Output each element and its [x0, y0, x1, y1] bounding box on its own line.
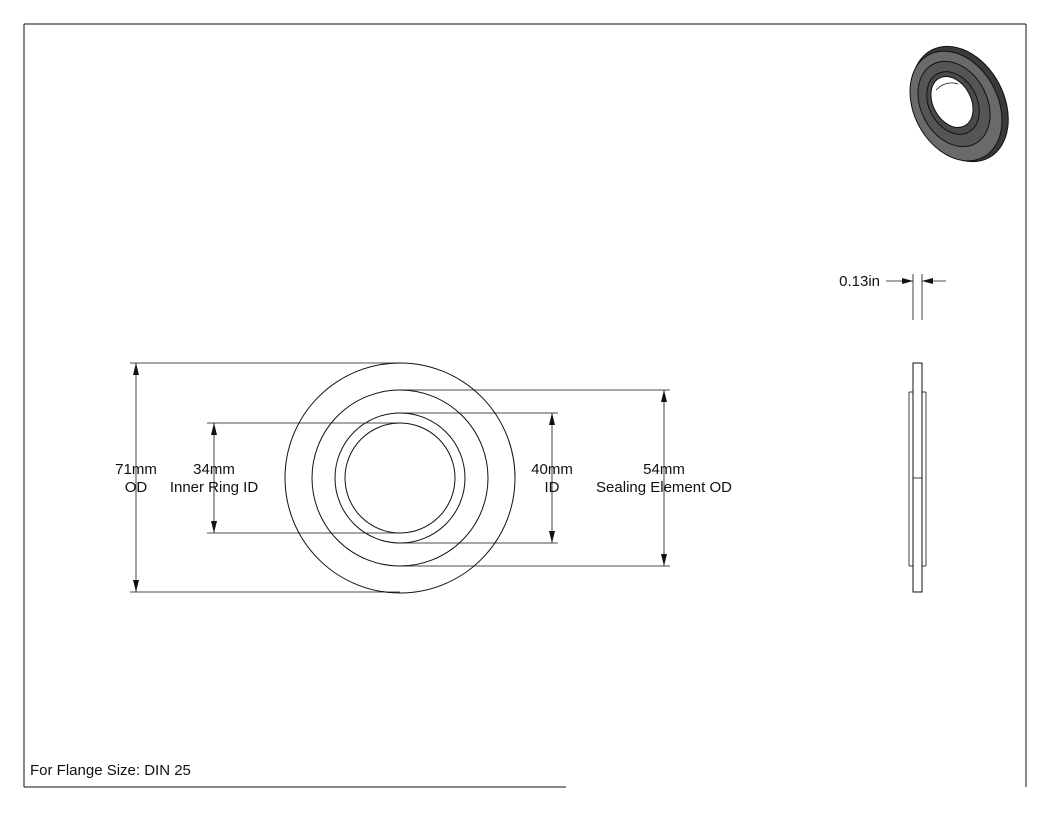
sealing-element-od-label: Sealing Element OD — [596, 479, 732, 496]
isometric-view — [909, 45, 1009, 163]
thickness-dimension: 0.13in — [839, 273, 946, 320]
inner-ring-id-dimension: 34mm Inner Ring ID — [170, 422, 400, 534]
id-label: ID — [545, 479, 560, 496]
side-view — [908, 362, 927, 593]
outer-ring-circle — [284, 362, 516, 594]
od-label: OD — [125, 479, 148, 496]
sealing-element-od-value: 54mm — [643, 461, 685, 478]
sealing-element-od-dimension: 54mm Sealing Element OD — [400, 389, 732, 567]
sheet-border — [23, 23, 1027, 788]
inner-ring-id-circle — [344, 422, 456, 534]
id-circle — [334, 412, 466, 544]
od-dimension: 71mm OD — [115, 362, 400, 593]
inner-ring-id-value: 34mm — [193, 461, 235, 478]
inner-ring-id-label: Inner Ring ID — [170, 479, 259, 496]
front-view — [284, 362, 516, 594]
thickness-value: 0.13in — [839, 273, 880, 290]
sealing-element-od-circle — [311, 389, 489, 567]
id-dimension: 40mm ID — [400, 412, 573, 544]
id-value: 40mm — [531, 461, 573, 478]
flange-size-label: For Flange Size: DIN 25 — [30, 762, 191, 779]
od-value: 71mm — [115, 461, 157, 478]
